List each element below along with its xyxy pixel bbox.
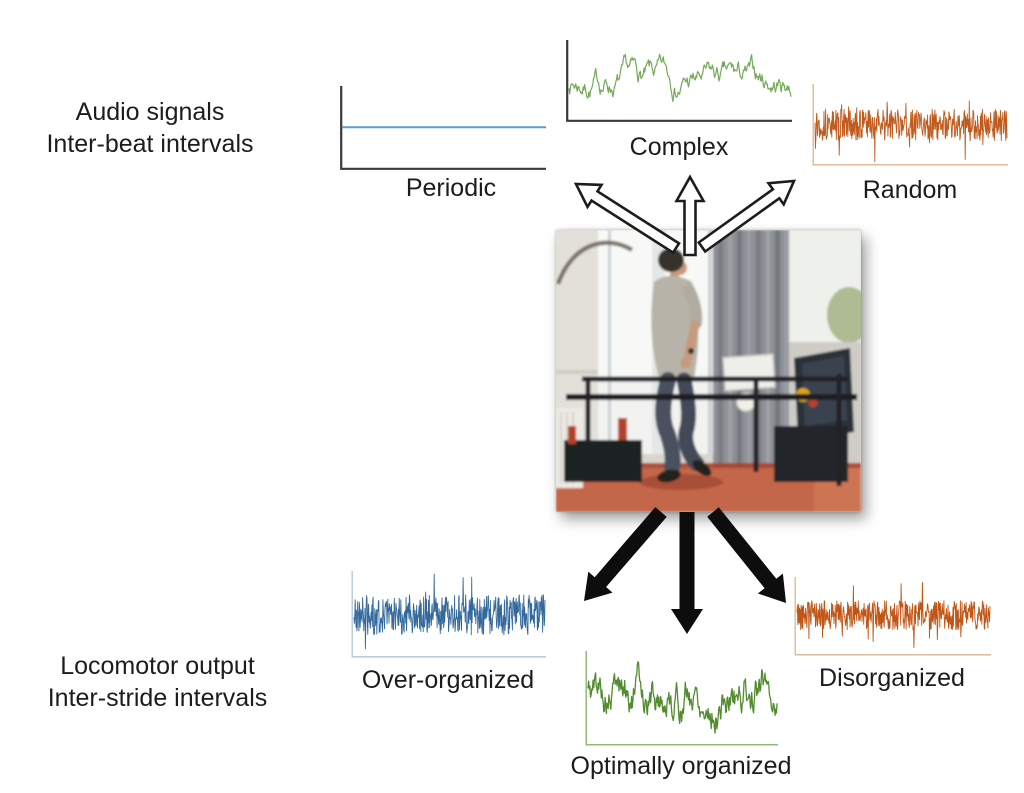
disorganized-axis xyxy=(794,577,991,656)
disorganized-signal-plot xyxy=(794,577,991,656)
optimally-organized-axis xyxy=(585,651,778,746)
arrow-down-center-icon xyxy=(671,512,703,634)
treadmill-walking-photo xyxy=(556,230,861,512)
random-axis xyxy=(812,84,1008,166)
disorganized-waveform xyxy=(796,582,991,648)
random-signal-plot xyxy=(812,84,1008,166)
locomotor-output-caption-line1: Locomotor output xyxy=(60,652,255,680)
locomotor-output-caption-line2: Inter-stride intervals xyxy=(47,684,268,712)
periodic-axis xyxy=(340,86,546,170)
over-organized-signal-plot xyxy=(351,571,546,658)
optimally-organized-signal-plot xyxy=(585,651,778,746)
optimally-organized-waveform xyxy=(587,661,778,734)
over-organized-axis xyxy=(351,571,546,658)
over-organized-waveform xyxy=(353,573,546,650)
random-waveform xyxy=(814,100,1008,163)
complex-waveform xyxy=(568,53,792,103)
over-organized-label: Over-organized xyxy=(361,666,535,694)
random-label: Random xyxy=(862,176,958,204)
arrow-down-right-icon xyxy=(707,507,786,603)
periodic-signal-plot xyxy=(340,86,546,170)
complex-signal-plot xyxy=(566,40,792,122)
complex-label: Complex xyxy=(629,133,729,161)
treadmill-photo-art xyxy=(556,230,861,512)
disorganized-label: Disorganized xyxy=(819,664,965,692)
audio-signals-caption: Audio signals Inter-beat intervals xyxy=(0,96,300,160)
locomotor-output-caption: Locomotor output Inter-stride intervals xyxy=(0,650,315,714)
arrow-down-left-icon xyxy=(584,507,667,601)
complex-axis xyxy=(566,40,792,122)
audio-signals-caption-line1: Audio signals xyxy=(75,98,225,126)
audio-signals-caption-line2: Inter-beat intervals xyxy=(46,130,254,158)
optimally-organized-label: Optimally organized xyxy=(570,752,792,780)
periodic-label: Periodic xyxy=(405,174,497,202)
